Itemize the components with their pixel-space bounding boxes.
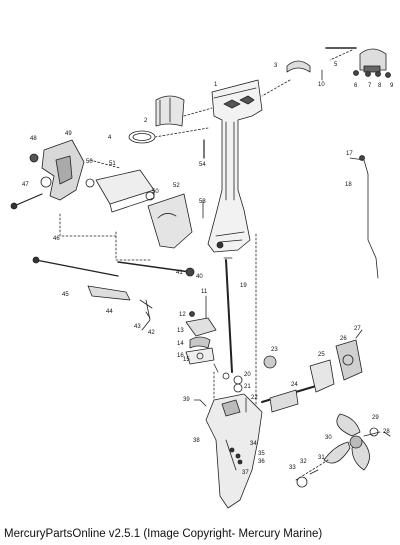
callout-36: 36	[258, 459, 265, 465]
callout-50: 50	[152, 189, 159, 195]
callout-4: 4	[108, 135, 112, 141]
shift-rod	[349, 155, 379, 279]
propeller-shaft-assembly	[261, 329, 363, 413]
callout-8: 8	[378, 83, 382, 89]
callout-49: 49	[65, 131, 72, 137]
drive-shaft-housing	[207, 79, 263, 253]
clamp-assembly	[286, 47, 391, 81]
callout-31: 31	[318, 455, 325, 461]
callout-6: 6	[354, 83, 358, 89]
callout-11: 11	[201, 289, 208, 295]
callout-45: 45	[62, 292, 69, 298]
callout-1: 1	[214, 82, 218, 88]
image-copyright-caption: MercuryPartsOnline v2.5.1 (Image Copyrig…	[4, 528, 323, 540]
exploded-parts-diagram: 1234567891011121314151617181920212223242…	[10, 47, 394, 509]
callout-40: 40	[196, 274, 203, 280]
callout-16: 16	[177, 353, 184, 359]
callout-18: 18	[345, 182, 352, 188]
callout-5: 5	[334, 62, 338, 68]
water-pump-parts	[185, 295, 219, 373]
callout-32: 32	[300, 459, 307, 465]
callout-42: 42	[148, 330, 155, 336]
bolts-and-rods	[32, 256, 195, 331]
callout-37: 37	[242, 470, 249, 476]
callout-14: 14	[177, 341, 184, 347]
callout-38: 38	[193, 438, 200, 444]
callout-27: 27	[354, 326, 361, 332]
drive-shaft	[223, 257, 233, 373]
bracket-blocks	[85, 169, 193, 249]
callout-53: 53	[199, 199, 206, 205]
callout-46: 46	[53, 236, 60, 242]
callout-13: 13	[177, 328, 184, 334]
callout-29: 29	[372, 415, 379, 421]
callout-51: 51	[109, 161, 116, 167]
callout-35: 35	[258, 451, 265, 457]
callout-12: 12	[179, 312, 186, 318]
callout-28: 28	[383, 429, 390, 435]
small-fasteners	[193, 139, 247, 465]
transom-bracket	[10, 139, 85, 210]
callout-54: 54	[199, 162, 206, 168]
callout-21: 21	[244, 384, 251, 390]
callout-9: 9	[390, 83, 394, 89]
callout-50: 50	[86, 159, 93, 165]
callout-7: 7	[368, 83, 372, 89]
callout-44: 44	[106, 309, 113, 315]
callout-3: 3	[274, 63, 278, 69]
propeller	[295, 413, 391, 488]
callout-47: 47	[22, 182, 29, 188]
callout-43: 43	[134, 324, 141, 330]
callout-33: 33	[289, 465, 296, 471]
callout-26: 26	[340, 336, 347, 342]
callout-24: 24	[291, 382, 298, 388]
callout-41: 41	[176, 270, 183, 276]
callout-19: 19	[240, 283, 247, 289]
callout-48: 48	[30, 136, 37, 142]
callout-20: 20	[244, 372, 251, 378]
callout-10: 10	[318, 82, 325, 88]
callout-25: 25	[318, 352, 325, 358]
callout-34: 34	[250, 441, 257, 447]
callout-17: 17	[346, 151, 353, 157]
callout-2: 2	[144, 118, 148, 124]
callout-22: 22	[251, 395, 258, 401]
callout-52: 52	[173, 183, 180, 189]
callout-30: 30	[325, 435, 332, 441]
callout-15: 15	[183, 357, 190, 363]
callout-23: 23	[271, 347, 278, 353]
leader-lines	[59, 49, 353, 421]
callout-39: 39	[183, 397, 190, 403]
sleeve-and-seal	[128, 95, 185, 144]
